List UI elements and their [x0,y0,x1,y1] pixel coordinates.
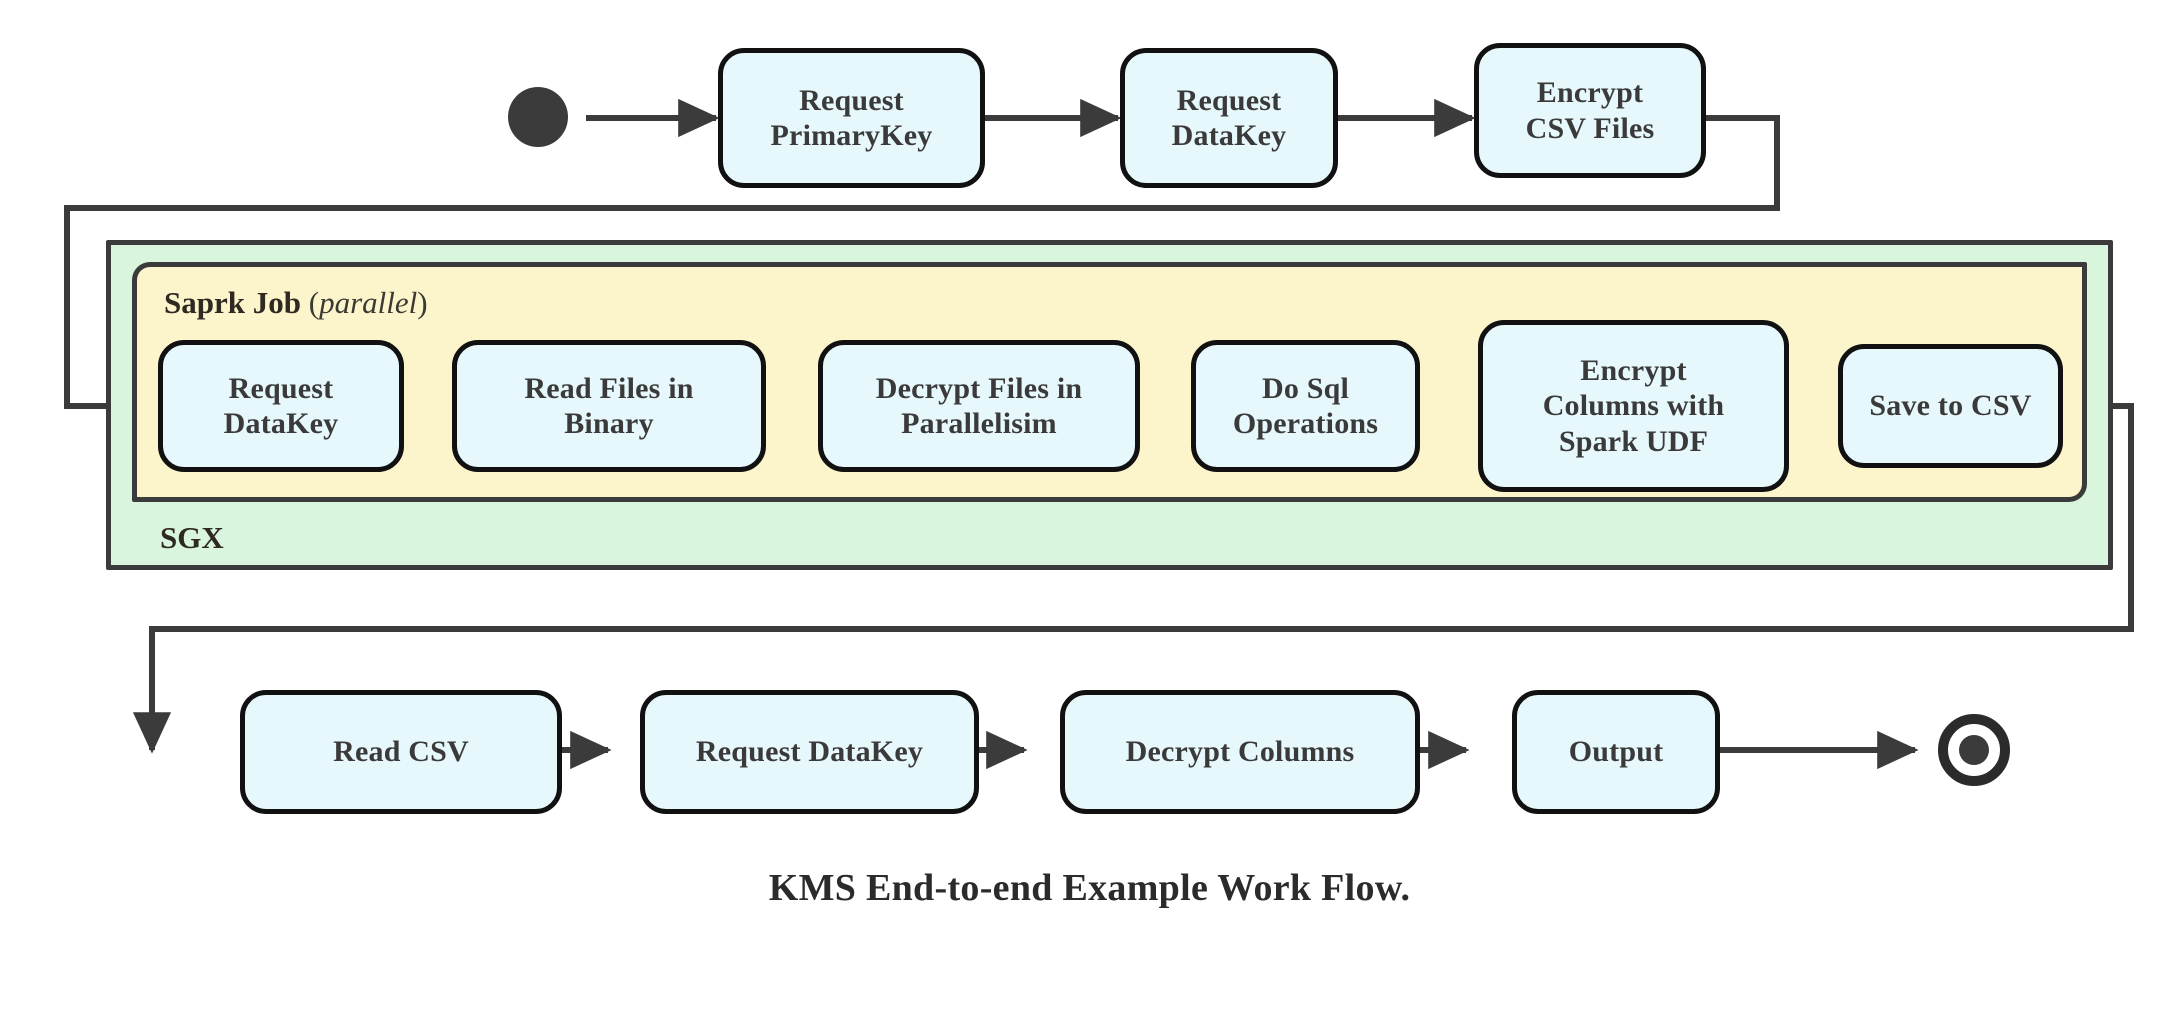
node-decrypt-files-in-parallelisim-label: Decrypt Files in Parallelisim [875,371,1083,440]
node-encrypt-columns-with-spark-udf[interactable]: Encrypt Columns with Spark UDF [1478,320,1789,492]
node-decrypt-columns[interactable]: Decrypt Columns [1060,690,1420,814]
node-output[interactable]: Output [1512,690,1720,814]
node-encrypt-csv-files-label: Encrypt CSV Files [1525,76,1655,145]
sgx-label-text: SGX [160,520,224,555]
node-request-primarykey[interactable]: Request PrimaryKey [718,48,985,188]
node-save-to-csv-label: Save to CSV [1869,389,2032,423]
node-do-sql-operations-label: Do Sql Operations [1232,371,1379,440]
spark-job-label-paren-close: ) [417,285,428,320]
start-node [508,87,568,147]
node-decrypt-columns-label: Decrypt Columns [1125,735,1355,769]
node-request-primarykey-label: Request PrimaryKey [770,83,933,152]
end-node [1938,714,2010,786]
node-output-label: Output [1568,735,1664,769]
node-decrypt-files-in-parallelisim[interactable]: Decrypt Files in Parallelisim [818,340,1140,472]
container-sgx-label: SGX [160,520,224,556]
diagram-caption: KMS End-to-end Example Work Flow. [768,867,1411,909]
node-save-to-csv[interactable]: Save to CSV [1838,344,2063,468]
node-request-datakey-top[interactable]: Request DataKey [1120,48,1338,188]
node-request-datakey-bottom[interactable]: Request DataKey [640,690,979,814]
node-read-files-in-binary[interactable]: Read Files in Binary [452,340,766,472]
node-read-files-in-binary-label: Read Files in Binary [524,371,694,440]
node-request-datakey-spark[interactable]: Request DataKey [158,340,404,472]
node-encrypt-csv-files[interactable]: Encrypt CSV Files [1474,43,1706,178]
container-spark-job-label: Saprk Job (parallel) [164,285,428,321]
spark-job-label-parallel: parallel [319,285,418,320]
spark-job-label-text: Saprk Job [164,285,301,320]
node-request-datakey-bottom-label: Request DataKey [695,735,924,769]
node-request-datakey-top-label: Request DataKey [1171,83,1287,152]
node-read-csv[interactable]: Read CSV [240,690,562,814]
node-read-csv-label: Read CSV [333,735,469,769]
node-do-sql-operations[interactable]: Do Sql Operations [1191,340,1420,472]
node-request-datakey-spark-label: Request DataKey [223,371,339,440]
spark-job-label-paren-open: ( [308,285,320,320]
node-encrypt-columns-with-spark-udf-label: Encrypt Columns with Spark UDF [1542,353,1725,458]
